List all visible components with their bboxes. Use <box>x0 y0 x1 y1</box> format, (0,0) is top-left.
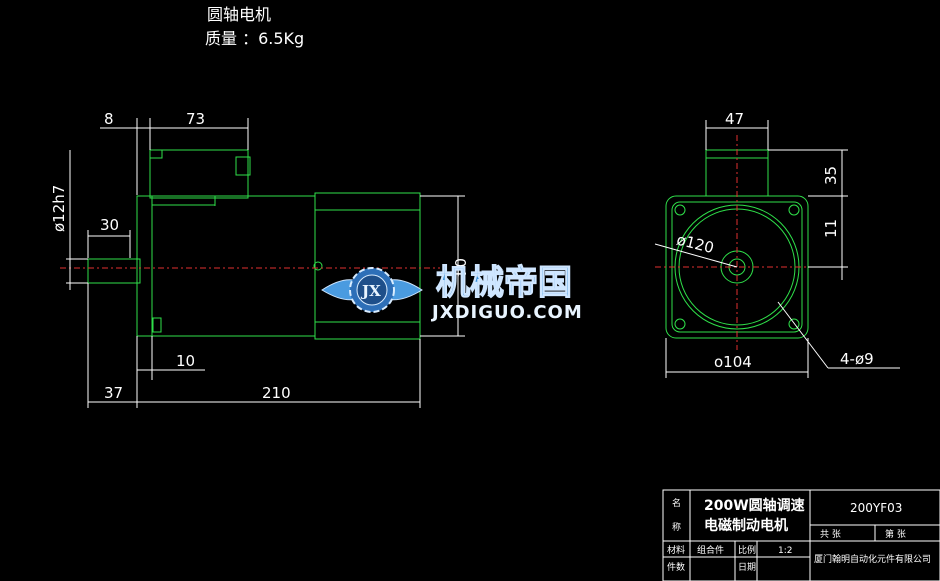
watermark-url: JXDIGUO.COM <box>430 302 583 323</box>
tb-product-line2: 电磁制动电机 <box>704 517 788 534</box>
tb-scale-value: 1:2 <box>778 546 792 556</box>
front-view: 47 35 11 ø120 o104 4-ø9 <box>654 110 900 378</box>
side-view: 8 73 ø12h7 30 10 37 210 04 <box>50 110 469 408</box>
dim-o104: o104 <box>714 353 752 371</box>
title-block: 名 称 200W圆轴调速 电磁制动电机 200YF03 共 张 第 张 材料 组… <box>662 489 940 581</box>
tb-material-label: 材料 <box>667 544 685 556</box>
dim-37: 37 <box>104 384 123 402</box>
watermark-logo-text: JX <box>360 282 381 300</box>
dim-11: 11 <box>822 219 840 238</box>
tb-product-line1: 200W圆轴调速 <box>704 497 805 514</box>
drawing-mass: 质量 ：6.5Kg <box>205 29 304 48</box>
tb-total: 共 张 <box>820 529 841 540</box>
tb-name-label-1: 名 <box>672 497 681 509</box>
tb-company: 厦门翰明自动化元件有限公司 <box>814 553 931 565</box>
dim-holes: 4-ø9 <box>840 350 874 368</box>
dim-8: 8 <box>104 110 114 128</box>
watermark-cn: 机械帝国 <box>436 263 572 303</box>
tb-pieces-label: 件数 <box>667 561 685 573</box>
dim-35: 35 <box>822 166 840 185</box>
tb-sheet: 第 张 <box>885 528 906 540</box>
dim-47: 47 <box>725 110 744 128</box>
dim-30: 30 <box>100 216 119 234</box>
dim-d12h7: ø12h7 <box>50 185 68 232</box>
tb-date-label: 日期 <box>738 562 756 573</box>
tb-name-label-2: 称 <box>672 521 681 533</box>
dim-04: 04 <box>451 258 469 277</box>
tb-material-value: 组合件 <box>697 544 724 556</box>
dim-73: 73 <box>186 110 205 128</box>
drawing-title: 圆轴电机 <box>207 5 271 24</box>
tb-scale-label: 比例 <box>738 544 756 556</box>
dim-10: 10 <box>176 352 195 370</box>
dim-210: 210 <box>262 384 291 402</box>
watermark: JX 机械帝国 JXDIGUO.COM <box>321 262 583 323</box>
tb-code: 200YF03 <box>850 501 902 515</box>
